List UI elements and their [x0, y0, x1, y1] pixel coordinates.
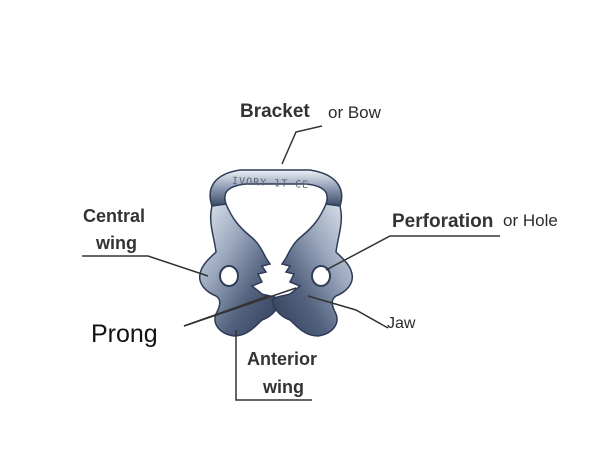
bracket-leader — [281, 125, 323, 165]
label-or-hole: or Hole — [503, 211, 558, 230]
leader-lines — [82, 125, 500, 401]
label-perforation: Perforation — [392, 211, 494, 232]
clamp-left-jaw — [198, 203, 281, 337]
label-anterior-wing-line2: wing — [263, 377, 304, 397]
clamp-right-jaw — [271, 203, 354, 337]
right-perforation — [311, 265, 331, 287]
label-central-wing-line1: Central — [83, 206, 146, 226]
perforation-leader — [325, 235, 500, 271]
label-jaw: Jaw — [387, 315, 416, 332]
prong-leader-2 — [183, 295, 269, 327]
label-bracket: Bracket — [240, 101, 310, 122]
central-wing-leader — [82, 255, 209, 277]
left-perforation — [219, 265, 239, 287]
label-central-wing-line2: wing — [96, 233, 137, 253]
jaw-leader — [307, 295, 389, 329]
label-prong: Prong — [91, 320, 158, 348]
label-anterior-wing-line1: Anterior — [247, 349, 318, 369]
label-or-bow: or Bow — [328, 103, 381, 122]
anterior-wing-leader — [235, 330, 312, 401]
